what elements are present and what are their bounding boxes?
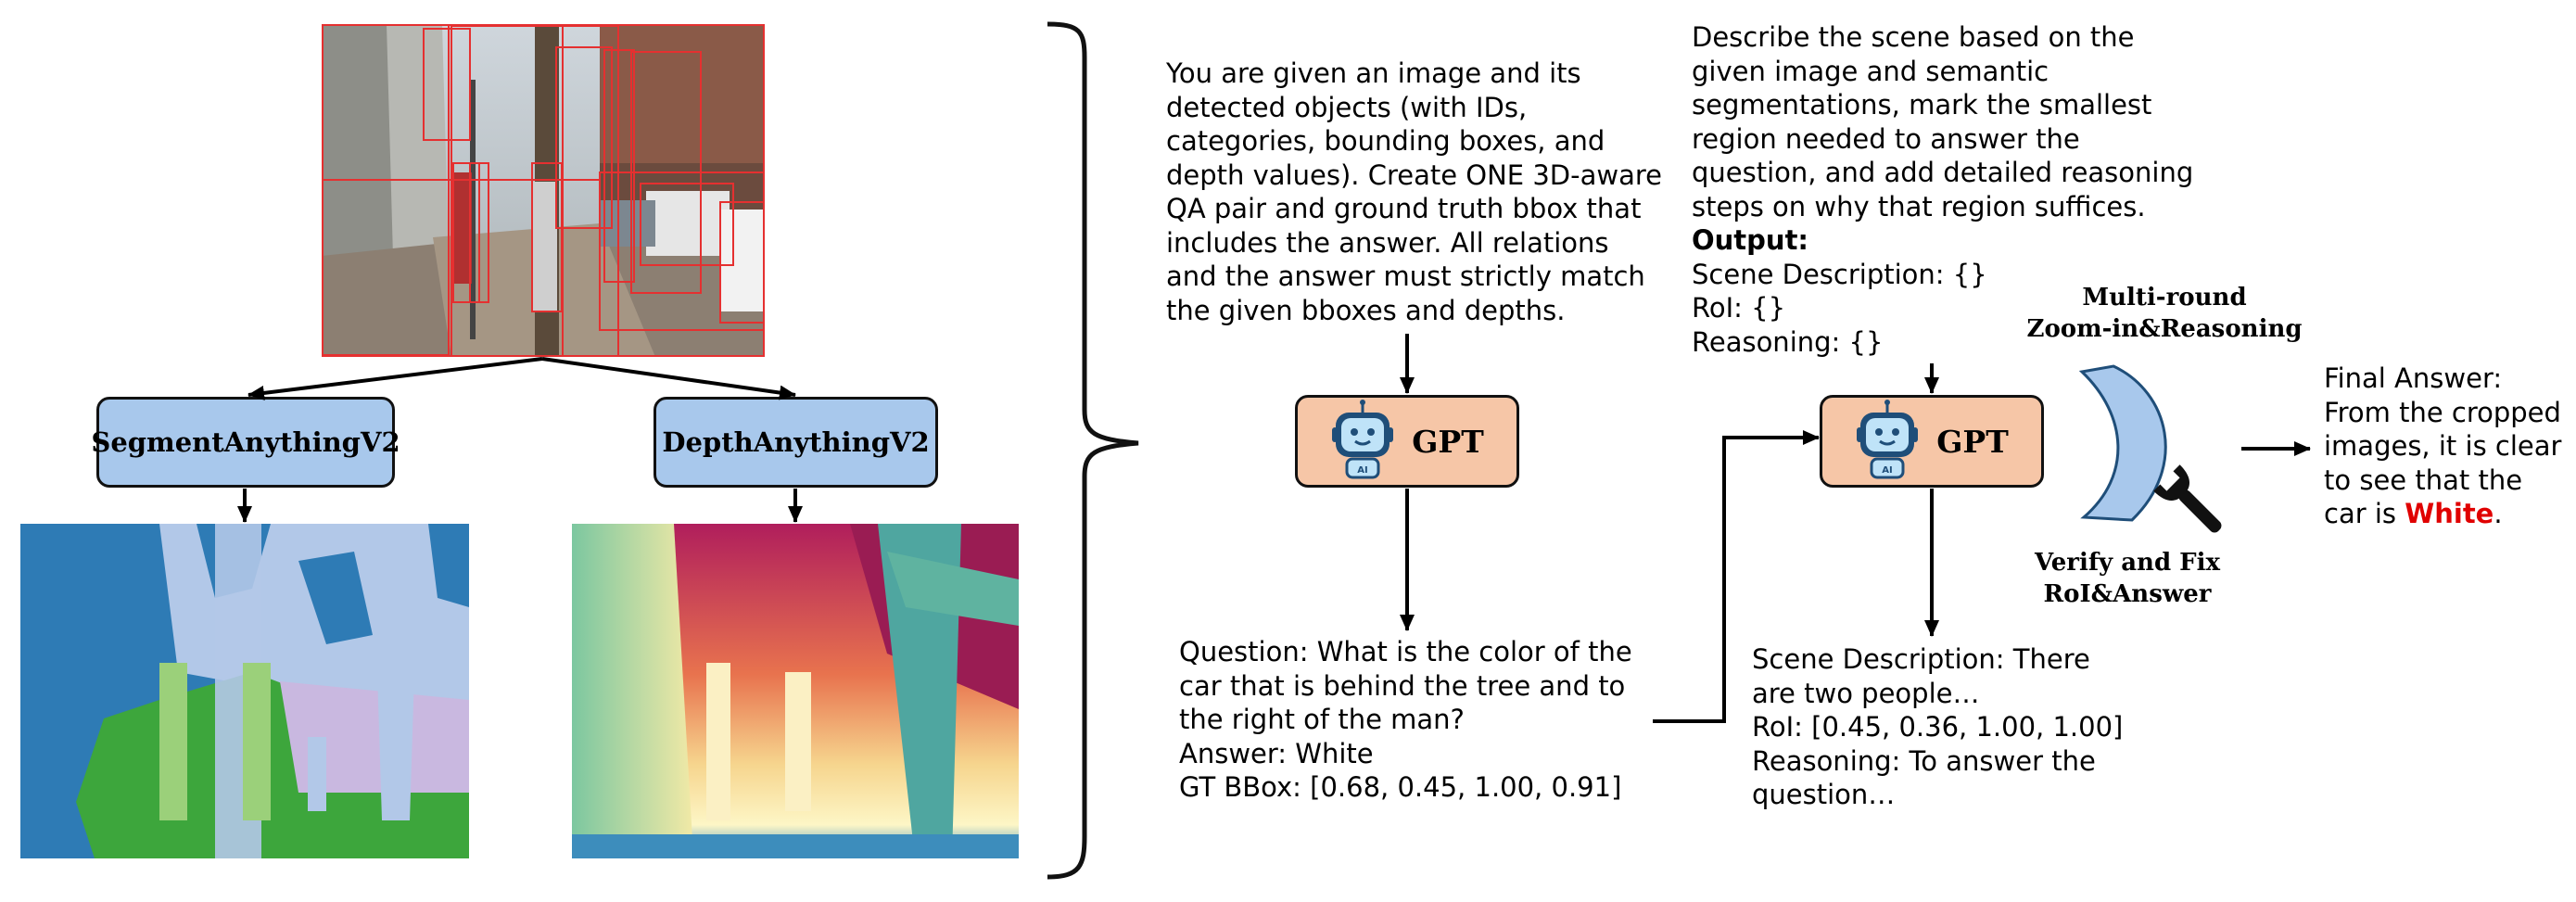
gpt-label-2: GPT: [1936, 423, 2009, 460]
bbox-overlay: [322, 24, 765, 357]
robot-icon: AI: [1857, 400, 1919, 479]
reasoning-prompt-intro: Describe the scene based on the given im…: [1692, 21, 2194, 222]
segment-anything-box: SegmentAnythingV2: [91, 397, 400, 488]
svg-text:AI: AI: [1882, 465, 1892, 476]
depth-map: [572, 524, 1019, 858]
final-answer-end: .: [2494, 498, 2503, 529]
output-label: Output:: [1692, 224, 1809, 256]
multi-round-label: Multi-round Zoom-in&Reasoning: [2026, 284, 2303, 343]
reasoning-prompt: Describe the scene based on the given im…: [1692, 20, 2193, 359]
curved-arrow-icon: [2078, 364, 2167, 522]
qa-output: Question: What is the color of the car t…: [1179, 636, 1632, 803]
svg-text:AI: AI: [1357, 465, 1367, 476]
gpt-box-qa: AI GPT: [1295, 395, 1519, 488]
gpt-label-1: GPT: [1412, 423, 1484, 460]
robot-icon: AI: [1332, 400, 1394, 479]
qa-generation-prompt: You are given an image and its detected …: [1166, 57, 1662, 326]
segment-anything-label: SegmentAnythingV2: [91, 426, 400, 458]
depth-anything-box: DepthAnythingV2: [654, 397, 938, 488]
street-photo: [322, 24, 765, 357]
final-answer-text: Final Answer: From the cropped images, i…: [2324, 362, 2562, 529]
verify-fix-label: Verify and Fix RoI&Answer: [2034, 549, 2221, 608]
depth-anything-label: DepthAnythingV2: [662, 426, 930, 458]
output-fields: Scene Description: {} RoI: {} Reasoning:…: [1692, 258, 1987, 358]
wrench-icon: [2153, 464, 2222, 533]
final-answer: Final Answer: From the cropped images, i…: [2324, 362, 2561, 531]
final-answer-value: White: [2405, 498, 2494, 529]
gpt-box-reasoning: AI GPT: [1820, 395, 2044, 488]
segmentation-map: [20, 524, 469, 858]
brace-icon: [1047, 21, 1139, 880]
scene-output: Scene Description: There are two people……: [1752, 643, 2124, 810]
